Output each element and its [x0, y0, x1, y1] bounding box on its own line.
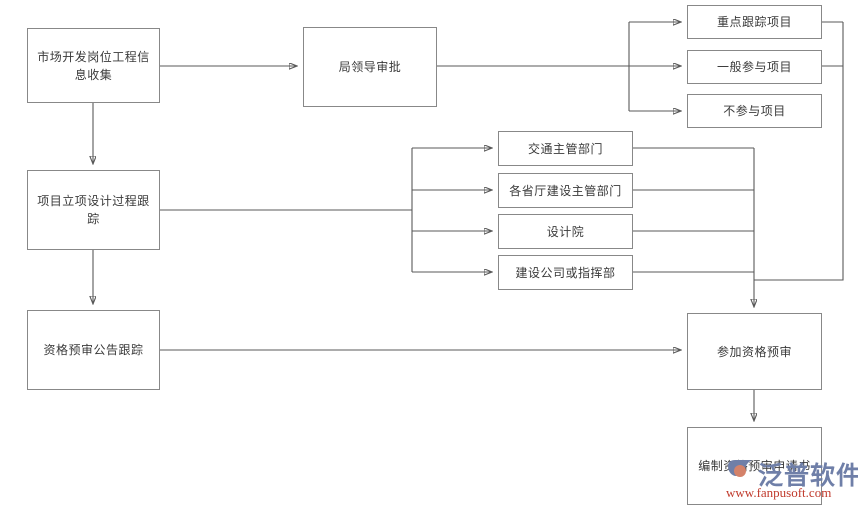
node-prequalify-notice-track[interactable]: 资格预审公告跟踪 [27, 310, 160, 390]
node-general-project-label: 一般参与项目 [716, 60, 792, 74]
node-prequalify-notice-track-label: 资格预审公告跟踪 [43, 343, 144, 357]
node-transport-dept[interactable]: 交通主管部门 [498, 131, 633, 166]
node-key-track-project-label: 重点跟踪项目 [716, 15, 792, 29]
node-general-project[interactable]: 一般参与项目 [687, 50, 822, 84]
node-project-design-track-label: 项目立项设计过程跟踪 [37, 194, 150, 226]
node-no-project[interactable]: 不参与项目 [687, 94, 822, 128]
node-no-project-label: 不参与项目 [723, 104, 786, 118]
node-prepare-prequalify-label: 编制资格预审申请书 [698, 459, 811, 473]
node-design-institute[interactable]: 设计院 [498, 214, 633, 249]
node-construction-company[interactable]: 建设公司或指挥部 [498, 255, 633, 290]
node-province-dept-label: 各省厅建设主管部门 [509, 183, 622, 198]
node-join-prequalify[interactable]: 参加资格预审 [687, 313, 822, 390]
node-market-info-label: 市场开发岗位工程信息收集 [37, 49, 150, 82]
node-design-institute-label: 设计院 [546, 224, 585, 239]
node-province-dept[interactable]: 各省厅建设主管部门 [498, 173, 633, 208]
node-prepare-prequalify[interactable]: 编制资格预审申请书 [687, 427, 822, 505]
node-market-info[interactable]: 市场开发岗位工程信息收集 [27, 28, 160, 103]
node-construction-company-label: 建设公司或指挥部 [515, 265, 616, 280]
node-leader-approval[interactable]: 局领导审批 [303, 27, 437, 107]
node-transport-dept-label: 交通主管部门 [527, 141, 603, 156]
node-key-track-project[interactable]: 重点跟踪项目 [687, 5, 822, 39]
node-join-prequalify-label: 参加资格预审 [716, 344, 792, 359]
node-project-design-track[interactable]: 项目立项设计过程跟踪 [27, 170, 160, 250]
node-leader-approval-label: 局领导审批 [338, 60, 402, 74]
